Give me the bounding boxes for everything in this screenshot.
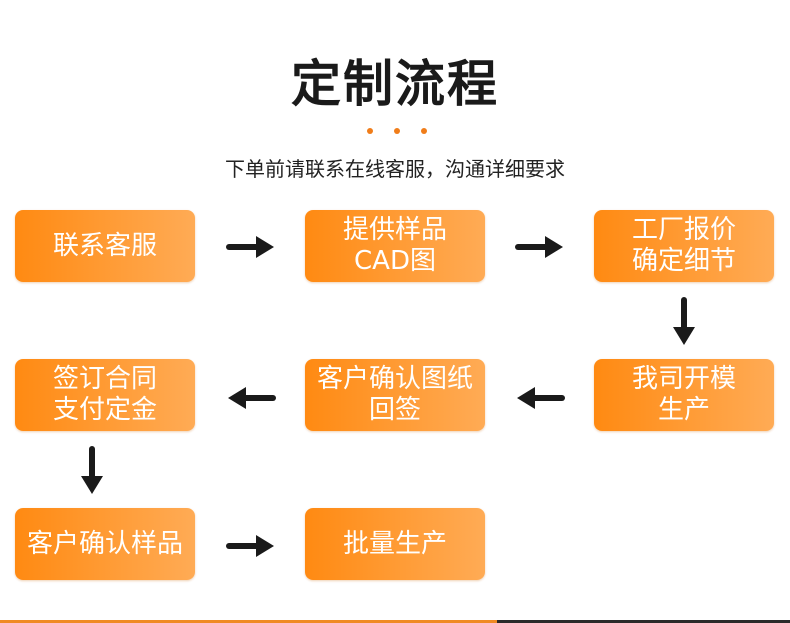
subtitle: 下单前请联系在线客服，沟通详细要求 — [225, 157, 565, 181]
arrow-down-icon — [81, 446, 103, 494]
arrow-right-icon — [226, 535, 274, 557]
step-label: 客户确认图纸回签 — [316, 364, 473, 425]
title-dots — [367, 128, 427, 134]
step-mold-production: 我司开模生产 — [594, 359, 774, 431]
step-sign-contract: 签订合同支付定金 — [15, 359, 195, 431]
arrow-left-icon — [228, 387, 276, 409]
step-label: 客户确认样品 — [26, 528, 183, 559]
step-label: 批量生产 — [342, 528, 447, 559]
step-label: 我司开模生产 — [631, 364, 736, 425]
arrow-right-icon — [515, 236, 563, 258]
page-title: 定制流程 — [291, 55, 499, 113]
footer-bar-orange — [0, 620, 497, 623]
arrow-right-icon — [226, 236, 274, 258]
step-mass-production: 批量生产 — [305, 508, 485, 580]
footer-bar-dark — [497, 620, 790, 623]
arrow-left-icon — [517, 387, 565, 409]
step-contact-service: 联系客服 — [15, 210, 195, 282]
step-label: 联系客服 — [52, 230, 157, 261]
step-label: 签订合同支付定金 — [52, 364, 157, 425]
arrow-down-icon — [673, 297, 695, 345]
step-factory-quote: 工厂报价确定细节 — [594, 210, 774, 282]
step-confirm-drawing: 客户确认图纸回签 — [305, 359, 485, 431]
step-label: 工厂报价确定细节 — [631, 215, 736, 276]
step-confirm-sample: 客户确认样品 — [15, 508, 195, 580]
